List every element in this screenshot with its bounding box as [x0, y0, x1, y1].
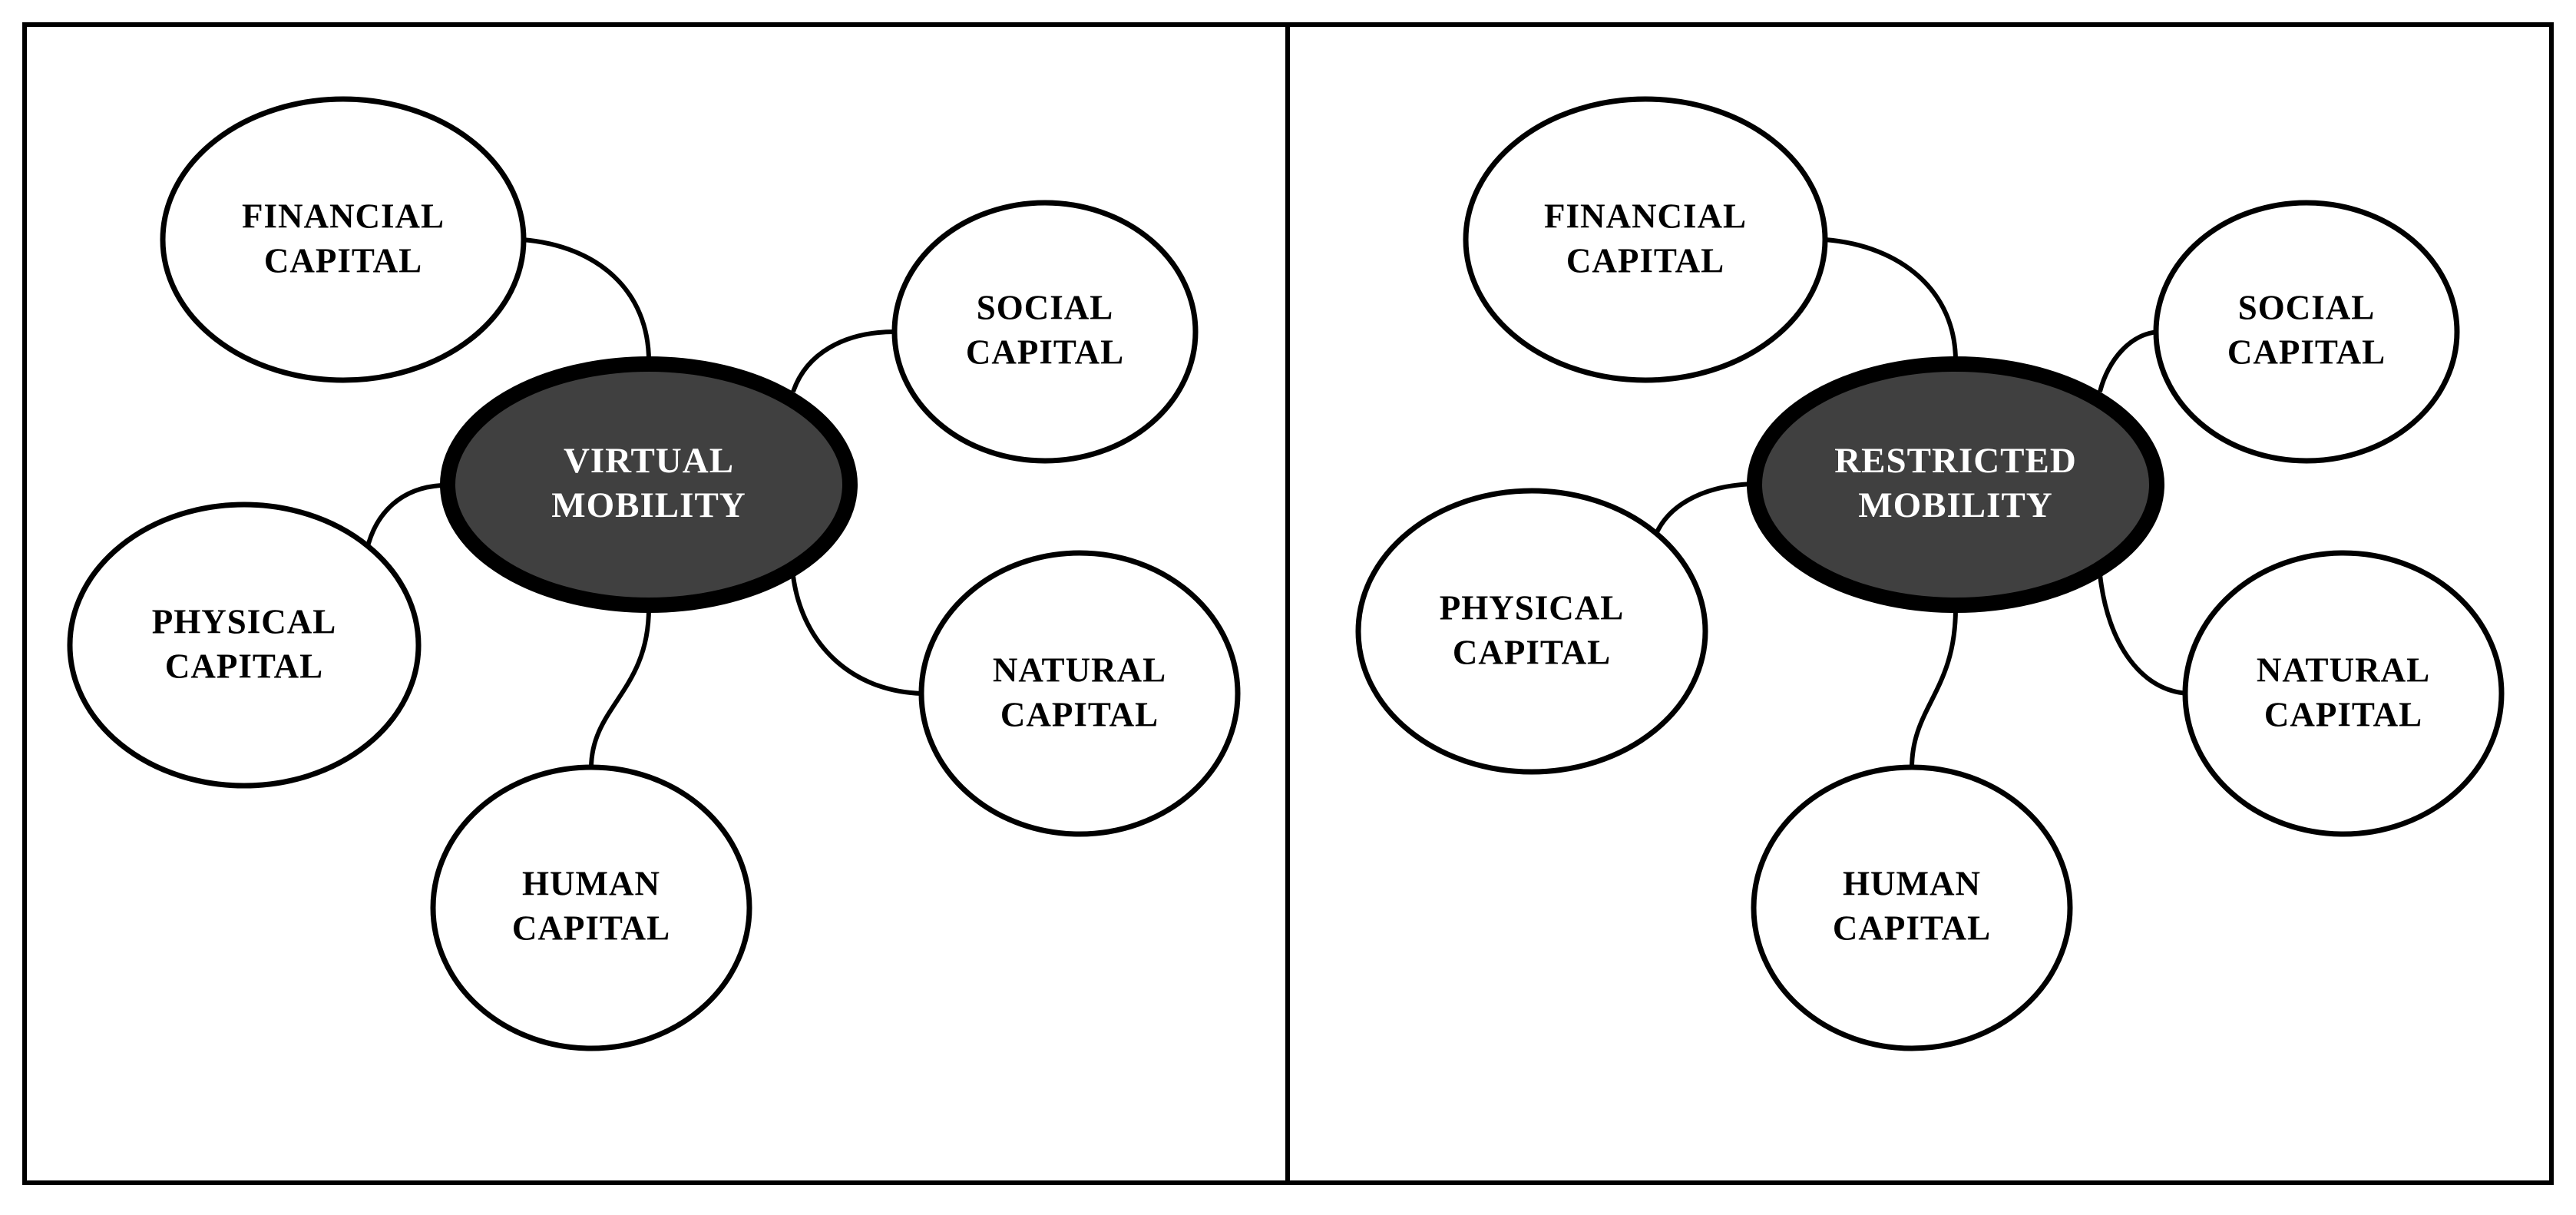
connector-financial [1824, 237, 1958, 362]
center-label-line2: MOBILITY [1858, 485, 2053, 525]
node-financial-capital: FINANCIAL CAPITAL [160, 96, 527, 383]
human-label-line2: CAPITAL [512, 909, 670, 947]
financial-label-line1: FINANCIAL [242, 197, 445, 235]
connector-human [589, 608, 651, 769]
node-physical-capital: PHYSICAL CAPITAL [67, 502, 422, 789]
human-label-line1: HUMAN [522, 864, 660, 902]
natural-label-line1: NATURAL [2257, 651, 2430, 689]
physical-label-line2: CAPITAL [1453, 633, 1611, 671]
physical-label-line2: CAPITAL [165, 647, 323, 685]
human-label-line2: CAPITAL [1833, 909, 1991, 947]
center-label-line1: VIRTUAL [564, 441, 734, 481]
connector-financial [521, 237, 651, 362]
connector-social [2098, 329, 2162, 392]
social-label-line1: SOCIAL [977, 288, 1114, 326]
node-restricted-mobility: RESTRICTED MOBILITY [1747, 356, 2164, 613]
connector-social [791, 329, 895, 392]
social-label-line2: CAPITAL [966, 333, 1124, 371]
node-physical-capital: PHYSICAL CAPITAL [1355, 488, 1708, 775]
left-panel: FINANCIAL CAPITAL SOCIAL CAPITAL PHYSICA… [67, 96, 1241, 1051]
connector-natural [791, 575, 922, 696]
social-label-line1: SOCIAL [2238, 288, 2376, 326]
center-label-line1: RESTRICTED [1834, 441, 2077, 481]
natural-label-line2: CAPITAL [1000, 695, 1159, 733]
natural-label-line2: CAPITAL [2264, 695, 2422, 733]
center-label-line2: MOBILITY [551, 485, 746, 525]
natural-label-line1: NATURAL [993, 651, 1166, 689]
financial-label-line2: CAPITAL [1566, 241, 1724, 280]
node-financial-capital: FINANCIAL CAPITAL [1463, 96, 1828, 383]
physical-label-line1: PHYSICAL [152, 602, 337, 641]
node-social-capital: SOCIAL CAPITAL [2153, 200, 2460, 464]
financial-label-line2: CAPITAL [264, 241, 422, 280]
connector-physical [1652, 482, 1755, 539]
human-label-line1: HUMAN [1843, 864, 1981, 902]
physical-label-line1: PHYSICAL [1440, 588, 1625, 627]
node-virtual-mobility: VIRTUAL MOBILITY [440, 356, 858, 613]
node-human-capital: HUMAN CAPITAL [430, 764, 752, 1051]
social-label-line2: CAPITAL [2227, 333, 2386, 371]
node-social-capital: SOCIAL CAPITAL [891, 200, 1199, 464]
connector-natural [2098, 574, 2189, 696]
connector-human [1910, 608, 1958, 769]
node-human-capital: HUMAN CAPITAL [1751, 764, 2073, 1051]
connector-physical [365, 483, 442, 550]
node-natural-capital: NATURAL CAPITAL [918, 550, 1241, 837]
financial-label-line1: FINANCIAL [1544, 197, 1747, 235]
node-natural-capital: NATURAL CAPITAL [2182, 550, 2505, 837]
right-panel: FINANCIAL CAPITAL SOCIAL CAPITAL PHYSICA… [1355, 96, 2505, 1051]
